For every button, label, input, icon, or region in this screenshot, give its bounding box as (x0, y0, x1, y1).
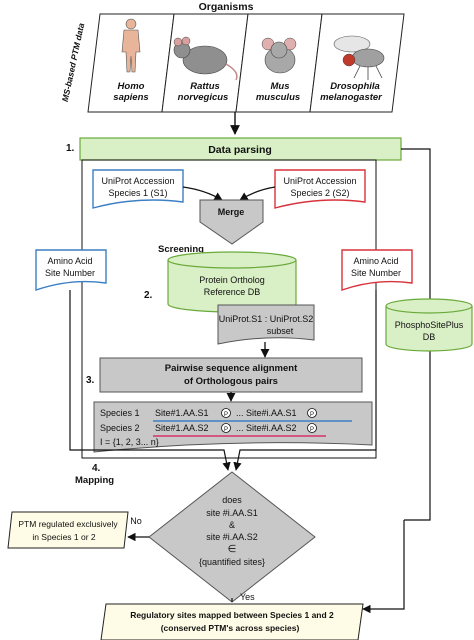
subset-line1: UniProt.S1 : UniProt.S2 (219, 314, 314, 324)
aligned-sites-doc: Species 1 Site#1.AA.S1 P ... Site#i.AA.S… (93, 401, 373, 453)
amino-left-line2: Site Number (45, 268, 95, 278)
amino-right-line1: Amino Acid (353, 256, 398, 266)
species-name-2b: norvegicus (178, 92, 229, 103)
merge-funnel (199, 199, 264, 245)
accession-s1-doc: UniProt Accession Species 1 (S1) (92, 169, 184, 209)
fly-icon (333, 35, 385, 80)
decision-line5: ∈ (228, 544, 237, 555)
species1-site-i: ... Site#i.AA.S1 (236, 408, 297, 418)
amino-left-line1: Amino Acid (47, 256, 92, 266)
amino-acid-left-doc: Amino Acid Site Number (35, 249, 107, 291)
exclusive-line2: in Species 1 or 2 (32, 532, 96, 542)
decision-line6: {quantified sites} (199, 557, 265, 567)
no-label: No (130, 516, 142, 526)
subset-line2: subset (267, 326, 294, 336)
step-3-number: 3. (86, 375, 95, 386)
step-2-number: 2. (144, 290, 153, 301)
decision-line2: site #i.AA.S1 (206, 508, 258, 518)
exclusive-line1: PTM regulated exclusively (18, 519, 118, 529)
p-marker-s2-b (307, 423, 317, 433)
ms-ptm-side-label: MS-based PTM data (60, 22, 87, 103)
accession-s2-line1: UniProt Accession (283, 176, 356, 186)
species2-site-i: ... Site#i.AA.S2 (236, 423, 297, 433)
index-range: I = {1, 2, 3... n} (100, 437, 159, 447)
p-marker-s1-a-text: P (224, 412, 228, 418)
decision-line1: does (222, 495, 242, 505)
p-marker-s1-b (307, 408, 317, 418)
accession-s2-doc: UniProt Accession Species 2 (S2) (274, 169, 366, 209)
yes-label: Yes (240, 592, 255, 602)
rat-icon (173, 36, 238, 81)
amino-acid-right-doc: Amino Acid Site Number (341, 249, 413, 291)
merge-label: Merge (218, 207, 245, 217)
mouse-icon (261, 37, 297, 74)
exclusive-box (7, 511, 129, 549)
step-1-number: 1. (66, 143, 75, 154)
mapping-label: Mapping (75, 475, 114, 486)
p-marker-s2-b-text: P (310, 427, 314, 433)
species-name-4b: melanogaster (320, 92, 383, 103)
species-name-4a: Drosophila (330, 81, 380, 92)
species-name-2a: Rattus (190, 81, 220, 92)
species1-label: Species 1 (100, 408, 140, 418)
phosphositeplus-db: PhosphoSitePlus DB (385, 298, 473, 352)
decision-line3: & (229, 520, 235, 530)
alignment-line1: Pairwise sequence alignment (165, 363, 298, 374)
p-marker-s2-a (221, 423, 231, 433)
phospho-line1: PhosphoSitePlus (395, 320, 464, 330)
decision-line4: site #i.AA.S2 (206, 532, 258, 542)
organism-panel-rattus: Rattus norvegicus (161, 13, 249, 113)
species2-site1: Site#1.AA.S2 (155, 423, 209, 433)
p-marker-s1-b-text: P (310, 412, 314, 418)
connector-amino-right (233, 290, 377, 471)
organism-panel-drosophila: Drosophila melanogaster (309, 13, 405, 113)
species-name-1a: Homo (118, 81, 145, 92)
accession-s1-line2: Species 1 (S1) (108, 188, 167, 198)
accession-s1-line1: UniProt Accession (101, 176, 174, 186)
screening-label: Screening (158, 244, 204, 255)
accession-s2-line2: Species 2 (S2) (290, 188, 349, 198)
result-line2: (conserved PTM's across species) (161, 623, 300, 633)
phospho-line2: DB (423, 332, 436, 342)
species-name-3a: Mus (271, 81, 290, 92)
alignment-box (99, 357, 363, 393)
ortholog-line2: Reference DB (204, 287, 261, 297)
data-parsing-label: Data parsing (208, 144, 272, 156)
organisms-title: Organisms (199, 1, 254, 13)
alignment-line2: of Orthologous pairs (184, 376, 278, 387)
subset-doc: UniProt.S1 : UniProt.S2 subset (217, 304, 315, 345)
step-4-number: 4. (92, 463, 101, 474)
p-marker-s1-a (221, 408, 231, 418)
ortholog-line1: Protein Ortholog (199, 275, 265, 285)
human-icon (121, 18, 141, 73)
species-name-1b: sapiens (113, 92, 148, 103)
connector-phospho-to-result (362, 520, 405, 614)
result-line1: Regulatory sites mapped between Species … (130, 610, 334, 620)
species-name-3b: musculus (256, 92, 300, 103)
p-marker-s2-a-text: P (224, 427, 228, 433)
species2-label: Species 2 (100, 423, 140, 433)
protein-ortholog-db: Protein Ortholog Reference DB (167, 251, 297, 313)
result-box (100, 603, 364, 640)
organism-panel-mus: Mus musculus (235, 13, 323, 113)
species1-site1: Site#1.AA.S1 (155, 408, 209, 418)
organism-panel-homo: Homo sapiens (87, 13, 175, 113)
connector-amino-left (69, 290, 231, 471)
amino-right-line2: Site Number (351, 268, 401, 278)
